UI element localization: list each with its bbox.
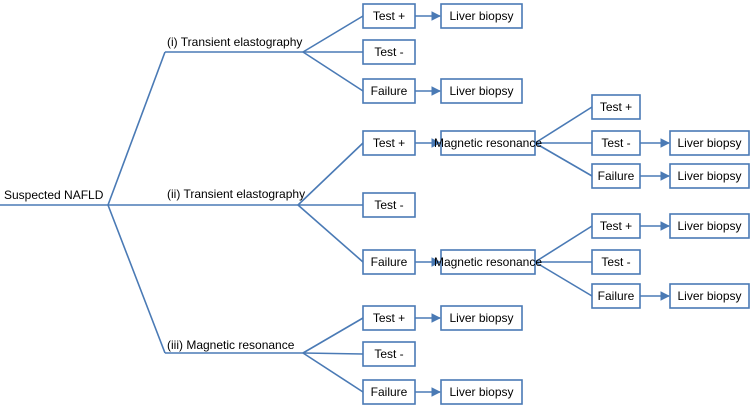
result-box xyxy=(440,78,523,104)
outcome-label: Test - xyxy=(374,347,403,361)
fan-line xyxy=(534,225,593,263)
sub-outcome-box xyxy=(591,163,641,189)
sub-outcome-box xyxy=(591,213,641,239)
sub-outcome-label: Test - xyxy=(601,136,630,150)
fan-line xyxy=(534,261,593,297)
outcome-label: Failure xyxy=(371,385,408,399)
outcome-label: Test + xyxy=(373,311,405,325)
sub-outcome-box xyxy=(591,283,641,309)
branch-connector-i xyxy=(107,51,166,206)
fan-line xyxy=(302,15,364,53)
outcome-box xyxy=(362,3,416,29)
outcome-label: Test - xyxy=(374,198,403,212)
result-label: Magnetic resonance xyxy=(434,255,542,269)
branch-label-i: (i) Transient elastography xyxy=(167,35,302,49)
sub-outcome-box xyxy=(591,130,641,156)
outcome-label: Test + xyxy=(373,9,405,23)
fan-line xyxy=(534,142,593,177)
outcome-box xyxy=(362,130,416,156)
result-label: Liver biopsy xyxy=(449,311,513,325)
sub-outcome-box xyxy=(591,249,641,275)
sub-outcome-label: Test + xyxy=(600,219,632,233)
root-label: Suspected NAFLD xyxy=(4,188,104,202)
branch-label-ii: (ii) Transient elastography xyxy=(167,187,305,201)
branch-connector-iii xyxy=(107,204,166,354)
result-label: Liver biopsy xyxy=(449,84,513,98)
result-box xyxy=(669,213,750,239)
result-box xyxy=(440,3,523,29)
fan-line xyxy=(302,51,364,92)
result-box xyxy=(440,379,523,405)
outcome-label: Failure xyxy=(371,255,408,269)
result-box xyxy=(440,249,536,275)
result-box xyxy=(669,283,750,309)
result-label: Liver biopsy xyxy=(677,169,741,183)
sub-outcome-label: Failure xyxy=(598,169,635,183)
fan-line xyxy=(534,106,593,144)
result-label: Liver biopsy xyxy=(449,385,513,399)
outcome-label: Test + xyxy=(373,136,405,150)
outcome-box xyxy=(362,249,416,275)
result-label: Liver biopsy xyxy=(677,219,741,233)
result-box xyxy=(440,130,536,156)
sub-outcome-label: Test - xyxy=(601,255,630,269)
outcome-box xyxy=(362,341,416,367)
outcome-box xyxy=(362,379,416,405)
fan-line xyxy=(302,317,364,354)
fan-line xyxy=(297,204,364,263)
result-label: Liver biopsy xyxy=(677,289,741,303)
result-label: Liver biopsy xyxy=(677,136,741,150)
outcome-label: Failure xyxy=(371,84,408,98)
branch-label-iii: (iii) Magnetic resonance xyxy=(167,338,295,352)
result-box xyxy=(669,163,750,189)
result-label: Magnetic resonance xyxy=(434,136,542,150)
fan-line xyxy=(302,352,364,355)
result-box xyxy=(440,305,523,331)
outcome-box xyxy=(362,39,416,65)
sub-outcome-box xyxy=(591,94,641,120)
outcome-label: Test - xyxy=(374,45,403,59)
outcome-box xyxy=(362,192,416,218)
fan-line xyxy=(297,142,364,206)
sub-outcome-label: Failure xyxy=(598,289,635,303)
result-label: Liver biopsy xyxy=(449,9,513,23)
outcome-box xyxy=(362,305,416,331)
sub-outcome-label: Test + xyxy=(600,100,632,114)
fan-line xyxy=(302,352,364,393)
outcome-box xyxy=(362,78,416,104)
result-box xyxy=(669,130,750,156)
